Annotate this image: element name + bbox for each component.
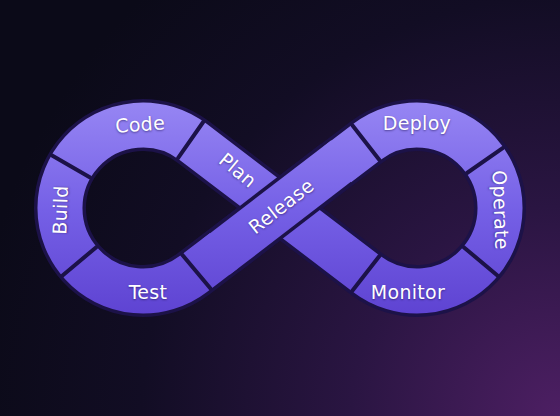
band-outline: [60, 125, 500, 291]
stage-segment: Monitor: [348, 277, 468, 307]
stage-segment: Code: [79, 105, 201, 143]
stage-label: Operate: [489, 170, 514, 250]
band-fill: [60, 125, 500, 291]
stage-label: Release: [244, 174, 318, 238]
stage-segment: Test: [88, 277, 208, 307]
stage-label: Monitor: [371, 281, 445, 303]
stage-segment: Operate: [484, 150, 518, 271]
segment-divider: [52, 156, 90, 178]
segment-dividers: [52, 122, 503, 291]
segment-divider: [182, 255, 210, 289]
stage-label: Test: [129, 281, 168, 303]
stage-label: Plan: [215, 148, 261, 192]
stage-label: Build: [48, 185, 72, 235]
stage-segment: Deploy: [357, 108, 477, 138]
segment-divider: [63, 247, 97, 275]
segment-divider: [178, 122, 203, 158]
stage-label: Code: [114, 111, 165, 136]
segment-divider: [467, 148, 503, 173]
segment-divider: [464, 247, 498, 275]
stage-segment: Build: [43, 150, 77, 271]
stage-label: Deploy: [383, 112, 451, 134]
segment-divider: [352, 125, 379, 160]
